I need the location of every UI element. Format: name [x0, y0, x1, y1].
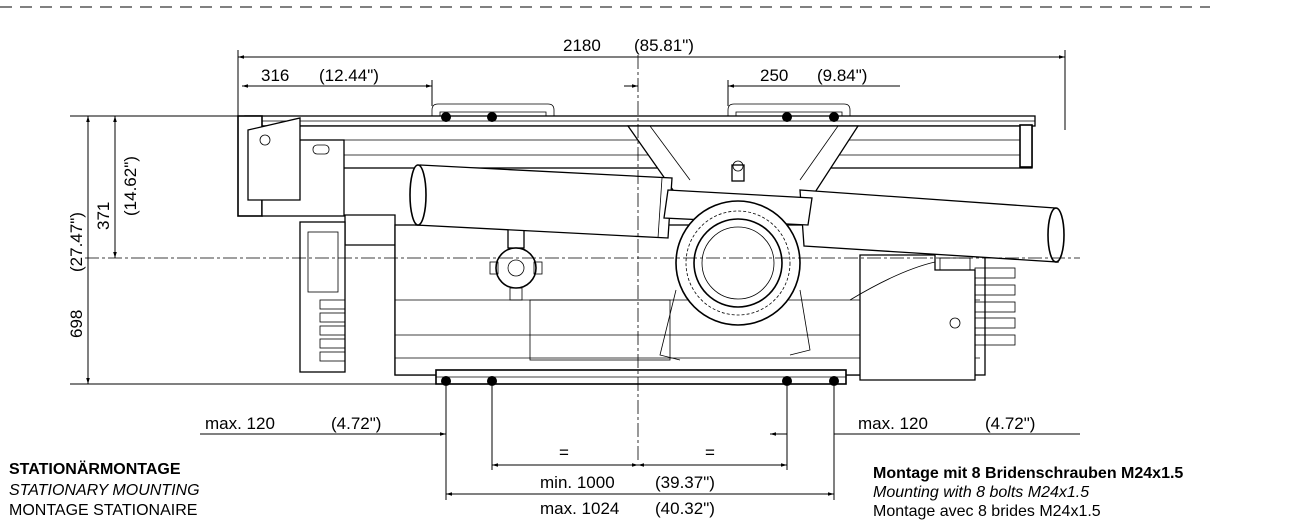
swivel-gear-ring — [659, 160, 811, 361]
center-lines — [85, 55, 1080, 462]
dim-min-span: min. 1000 — [540, 473, 615, 492]
dim-height-upper: 371 — [94, 202, 113, 230]
dim-overall-width: 2180 — [563, 36, 601, 55]
mounting-bolts — [441, 112, 839, 386]
dim-left-max-in: (4.72") — [331, 414, 381, 433]
dim-equal-left: = — [559, 443, 569, 462]
caption-left-fr: MONTAGE STATIONAIRE — [9, 502, 197, 519]
caption-left-en: STATIONARY MOUNTING — [9, 482, 200, 499]
caption-right-de: Montage mit 8 Bridenschrauben M24x1.5 — [873, 465, 1183, 482]
dim-right-max-in: (4.72") — [985, 414, 1035, 433]
dim-bolt-spacing-in: (9.84") — [817, 66, 867, 85]
caption-right-en: Mounting with 8 bolts M24x1.5 — [873, 484, 1089, 501]
caption-left-de: STATIONÄRMONTAGE — [9, 460, 181, 478]
caption-right-fr: Montage avec 8 brides M24x1.5 — [873, 503, 1101, 520]
dimension-lines — [70, 50, 1080, 500]
dim-height-total-in: (27.47") — [67, 212, 86, 272]
dim-right-max: max. 120 — [858, 414, 928, 433]
dim-equal-right: = — [705, 443, 715, 462]
right-cylinder — [799, 189, 1065, 263]
dim-height-total: 698 — [67, 310, 86, 338]
dim-left-offset: 316 — [261, 66, 289, 85]
left-cylinder — [409, 164, 673, 239]
left-connector-stack — [319, 299, 346, 362]
mounting-unit-outline — [237, 103, 1065, 386]
dim-left-offset-in: (12.44") — [319, 66, 379, 85]
dim-overall-width-in: (85.81") — [634, 36, 694, 55]
dim-max-span: max. 1024 — [540, 499, 619, 518]
dim-max-span-in: (40.32") — [655, 499, 715, 518]
dim-height-upper-in: (14.62") — [121, 156, 140, 216]
dim-min-span-in: (39.37") — [655, 473, 715, 492]
right-connector-stack — [974, 267, 1016, 346]
dim-bolt-spacing: 250 — [760, 66, 788, 85]
dim-left-max: max. 120 — [205, 414, 275, 433]
